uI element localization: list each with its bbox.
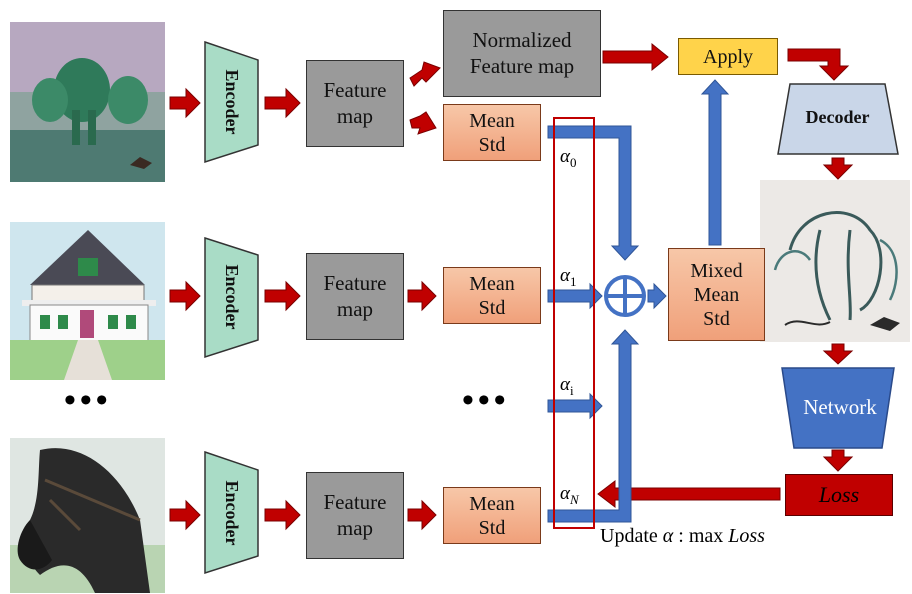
arrow-encoder-feature xyxy=(264,280,301,312)
alpha-0-label: α0 xyxy=(560,146,577,170)
arrow-encoder-feature xyxy=(264,499,301,531)
arrow-feature-normalized xyxy=(409,61,441,87)
encoder-shape: Encoder xyxy=(204,40,259,164)
alpha-n-label: αN xyxy=(560,483,579,507)
feature-map-box: Feature map xyxy=(306,253,404,340)
arrow-network-loss xyxy=(822,449,854,472)
ellipsis-left: ••• xyxy=(64,382,112,419)
arrow-decoder-output xyxy=(822,157,854,180)
encoder-label: Encoder xyxy=(222,265,242,330)
mean-std-box: Mean Std xyxy=(443,104,541,161)
sum-operator xyxy=(604,275,646,317)
alpha-1-label: α1 xyxy=(560,265,577,289)
ellipsis-middle: ••• xyxy=(462,382,510,419)
arrow-encoder-feature xyxy=(264,87,301,119)
mixed-mean-std-box: Mixed Mean Std xyxy=(668,248,765,341)
arrow-img-encoder xyxy=(169,280,201,312)
decoder-label: Decoder xyxy=(805,107,870,128)
mean-std-box: Mean Std xyxy=(443,267,541,324)
arrow-alpha0-sum xyxy=(547,125,640,261)
arrow-feature-meanstd xyxy=(409,111,437,135)
encoder-shape: Encoder xyxy=(204,236,259,359)
feature-map-box: Feature map xyxy=(306,472,404,559)
loss-box: Loss xyxy=(785,474,893,516)
arrow-feature-meanstd xyxy=(407,499,437,531)
arrow-apply-decoder xyxy=(787,48,850,81)
mean-std-box: Mean Std xyxy=(443,487,541,544)
network-label: Network xyxy=(803,395,877,420)
arrow-sum-mixed xyxy=(647,282,667,310)
decoder-shape xyxy=(777,83,899,155)
arrow-alphaN-sum xyxy=(547,329,640,523)
arrow-img-encoder xyxy=(169,499,201,531)
arrow-normalized-apply xyxy=(602,42,669,72)
apply-box: Apply xyxy=(678,38,778,75)
update-caption: Update α : max Loss xyxy=(600,525,765,547)
network-shape xyxy=(781,367,895,449)
normalized-feature-map-box: Normalized Feature map xyxy=(443,10,601,97)
encoder-shape: Encoder xyxy=(204,450,259,575)
arrow-output-network xyxy=(822,343,854,365)
encoder-label: Encoder xyxy=(222,481,242,546)
arrow-feature-meanstd xyxy=(407,280,437,312)
arrow-img-encoder xyxy=(169,87,201,119)
arrow-mixed-apply xyxy=(700,79,730,246)
alpha-selection-box xyxy=(553,117,595,529)
arrow-loss-update xyxy=(597,479,781,509)
feature-map-box: Feature map xyxy=(306,60,404,147)
encoder-label: Encoder xyxy=(222,70,242,135)
alpha-i-label: αi xyxy=(560,374,574,398)
